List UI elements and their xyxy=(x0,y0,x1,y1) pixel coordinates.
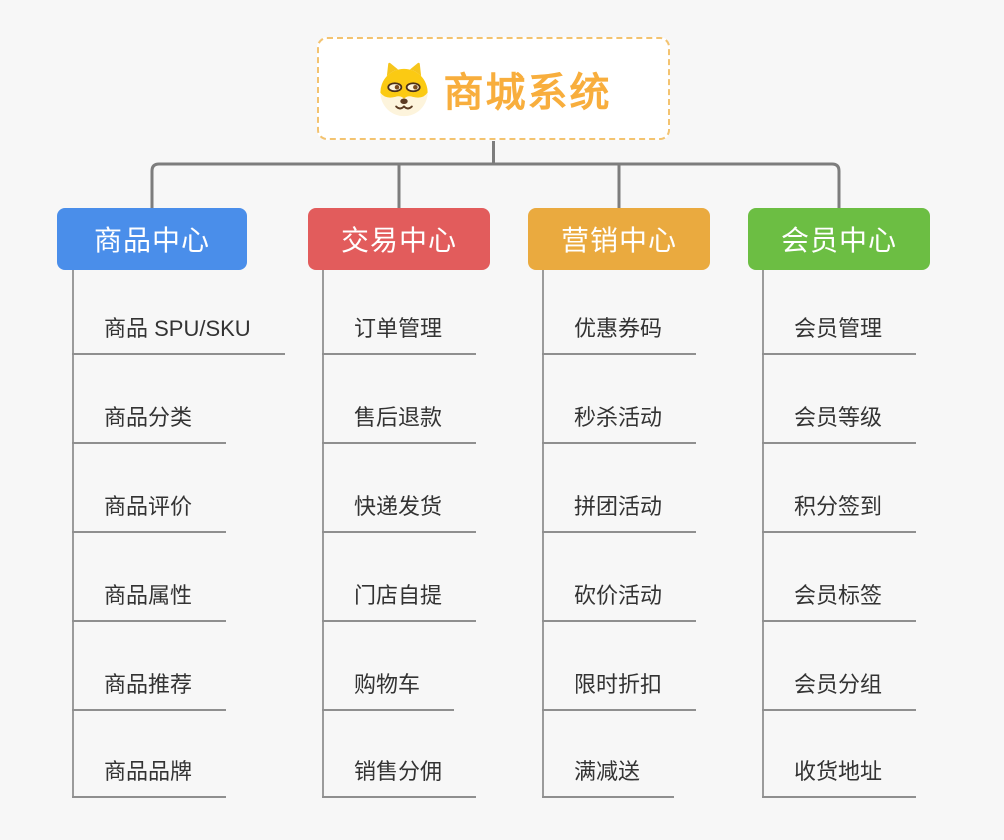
leaf-node[interactable]: 商品 SPU/SKU xyxy=(72,315,285,355)
root-title: 商城系统 xyxy=(443,70,612,115)
branch-title: 商品中心 xyxy=(93,225,210,256)
leaf-node[interactable]: 销售分佣 xyxy=(322,758,477,798)
leaf-node[interactable]: 会员等级 xyxy=(762,404,917,444)
leaf-node[interactable]: 门店自提 xyxy=(322,582,477,622)
root-node[interactable]: 商城系统 xyxy=(317,37,670,140)
leaf-node[interactable]: 拼团活动 xyxy=(542,493,697,533)
leaf-node[interactable]: 砍价活动 xyxy=(542,582,697,622)
branch-title: 交易中心 xyxy=(340,225,457,256)
leaf-node[interactable]: 满减送 xyxy=(542,758,675,798)
leaf-node[interactable]: 购物车 xyxy=(322,671,455,711)
branch-title: 会员中心 xyxy=(780,225,897,256)
branch-node-product-center[interactable]: 商品中心 xyxy=(57,208,247,270)
branch-node-trade-center[interactable]: 交易中心 xyxy=(308,208,490,270)
leaf-node[interactable]: 会员标签 xyxy=(762,582,917,622)
leaf-node[interactable]: 优惠券码 xyxy=(542,315,697,355)
branch-title: 营销中心 xyxy=(560,225,677,256)
leaf-node[interactable]: 商品评价 xyxy=(72,493,227,533)
leaf-node[interactable]: 会员管理 xyxy=(762,315,917,355)
leaf-node[interactable]: 限时折扣 xyxy=(542,671,697,711)
branch-node-member-center[interactable]: 会员中心 xyxy=(748,208,930,270)
leaf-node[interactable]: 积分签到 xyxy=(762,493,917,533)
branch-node-marketing-center[interactable]: 营销中心 xyxy=(528,208,710,270)
leaf-node[interactable]: 秒杀活动 xyxy=(542,404,697,444)
dog-face-icon xyxy=(379,62,428,116)
leaf-node[interactable]: 商品分类 xyxy=(72,404,227,444)
leaf-node[interactable]: 收货地址 xyxy=(762,758,917,798)
leaf-node[interactable]: 商品推荐 xyxy=(72,671,227,711)
leaf-node[interactable]: 订单管理 xyxy=(322,315,477,355)
leaf-node[interactable]: 会员分组 xyxy=(762,671,917,711)
leaf-node[interactable]: 商品属性 xyxy=(72,582,227,622)
leaf-node[interactable]: 商品品牌 xyxy=(72,758,227,798)
leaf-node[interactable]: 售后退款 xyxy=(322,404,477,444)
leaf-node[interactable]: 快递发货 xyxy=(322,493,477,533)
